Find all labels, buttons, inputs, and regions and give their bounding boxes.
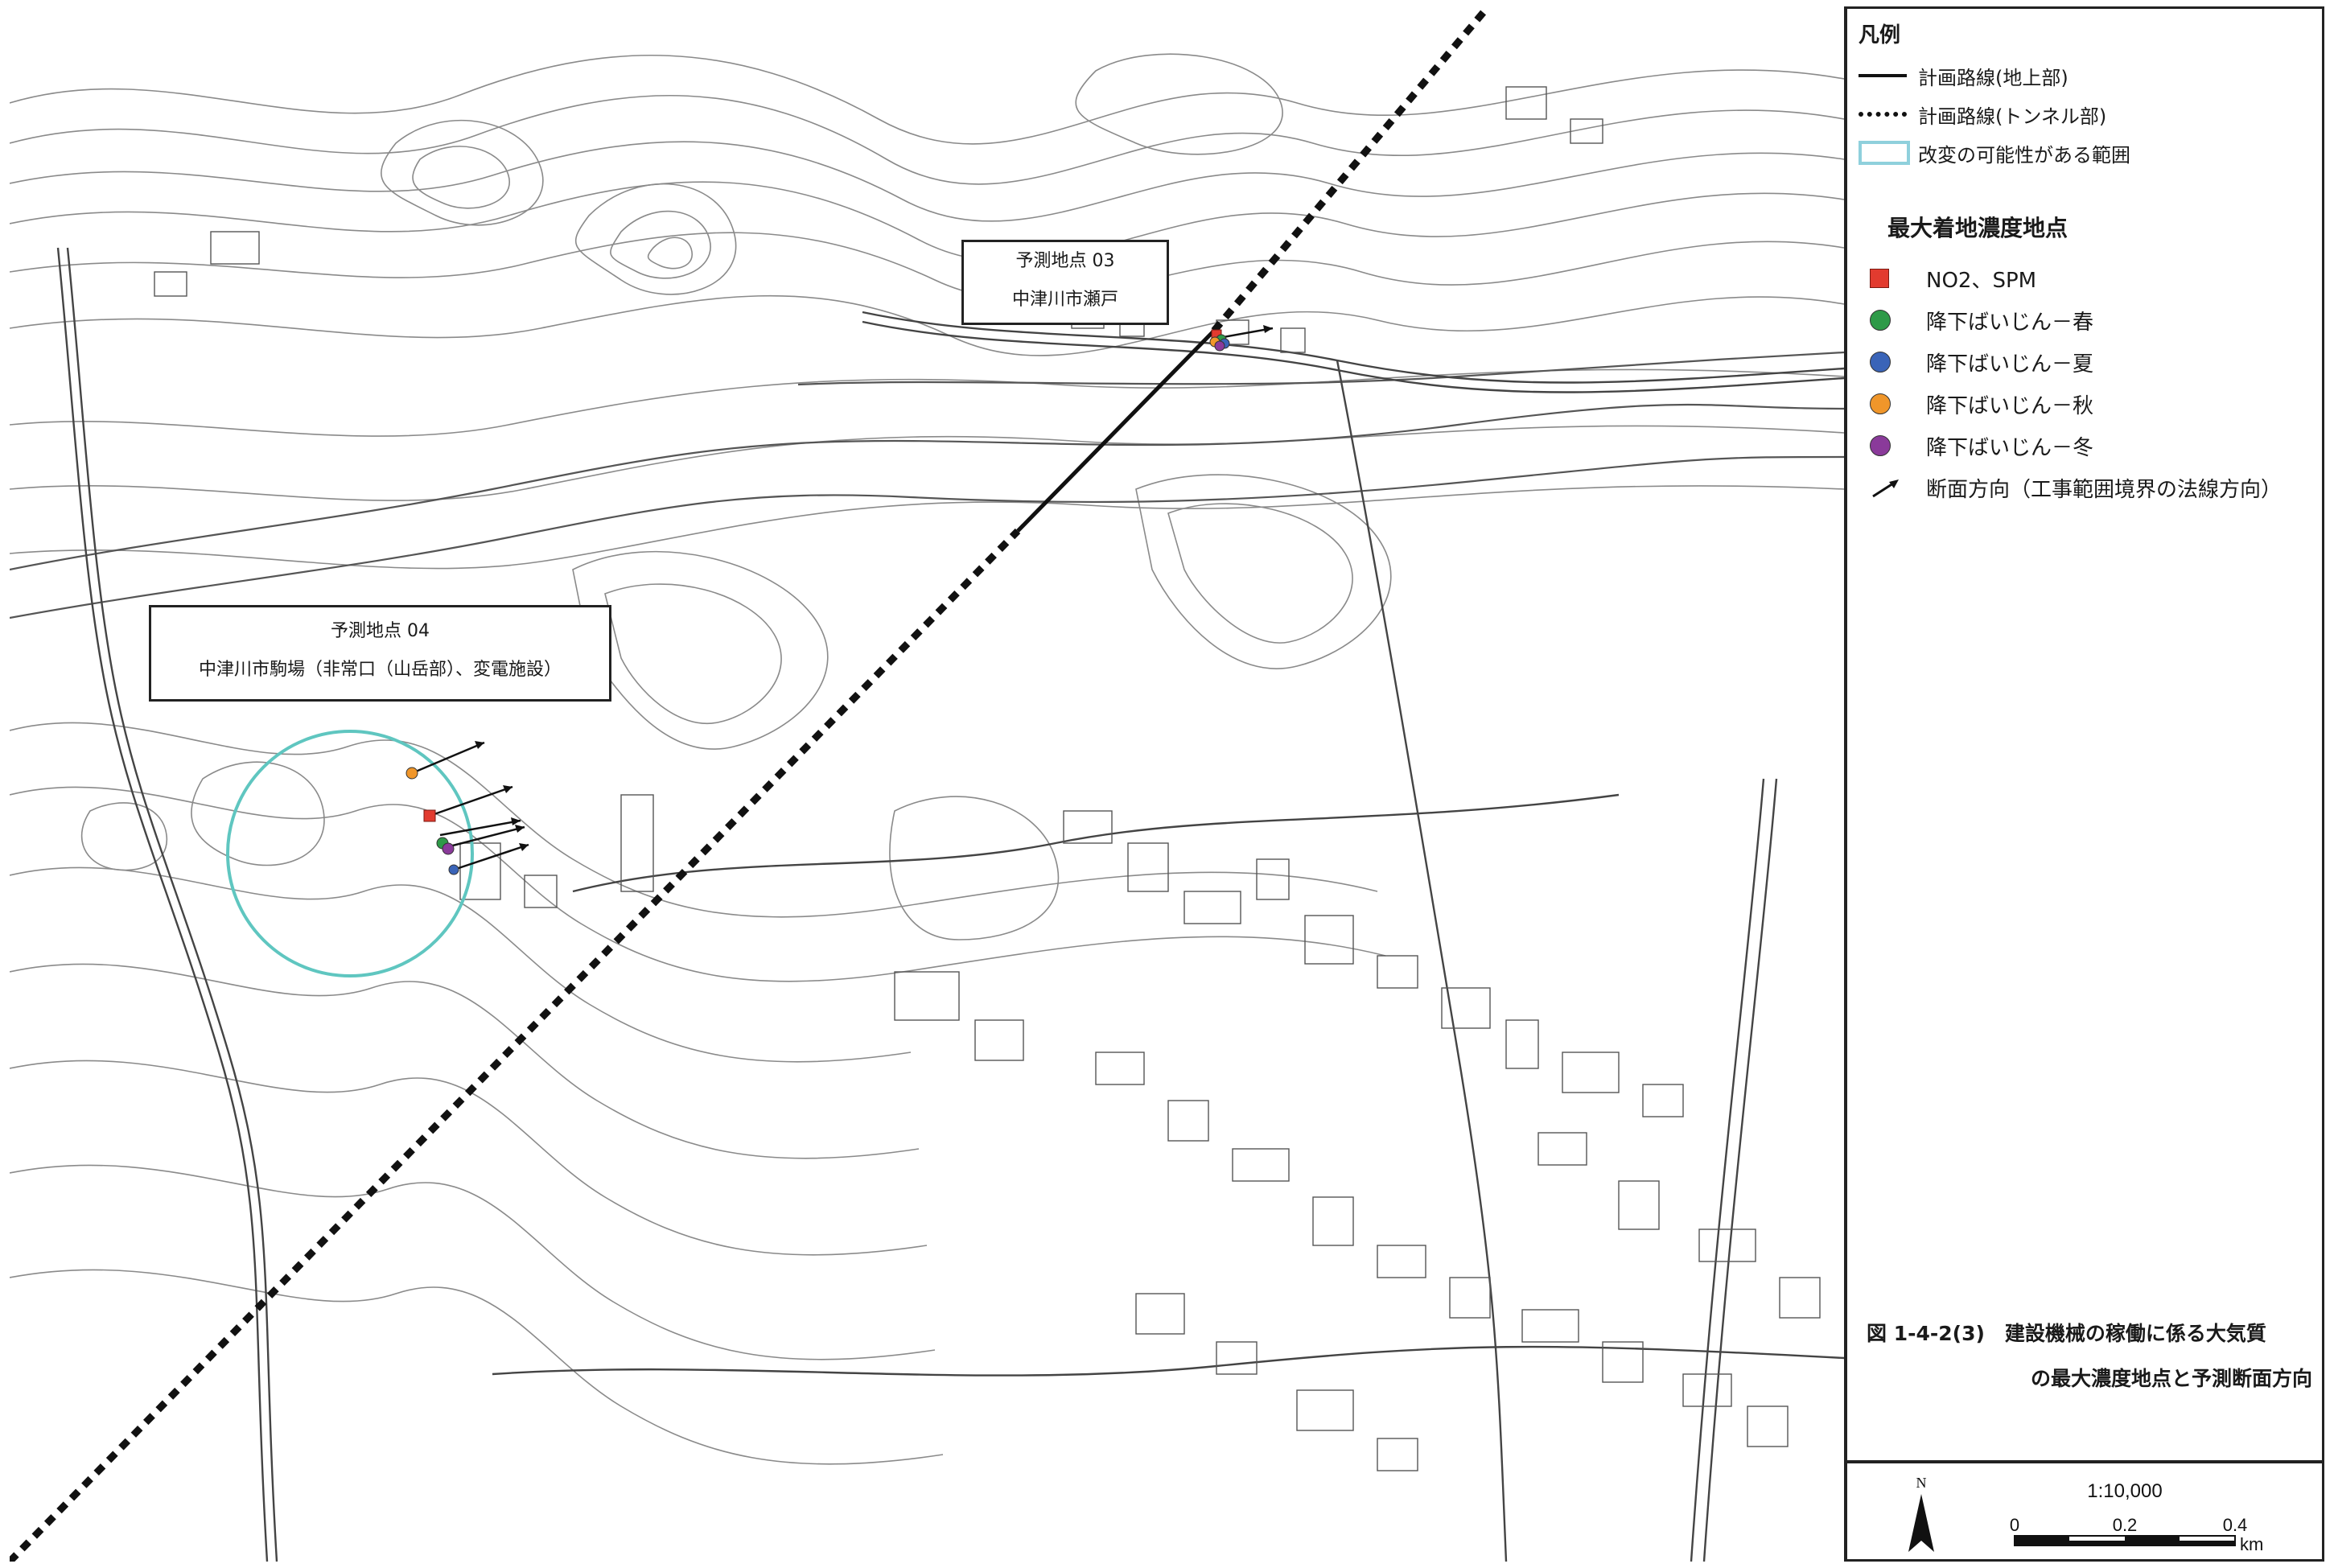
route-above-ground (1016, 329, 1216, 533)
legend-item: 降下ばいじん－秋 (1859, 383, 2317, 425)
site04-place: 中津川市駒場（非常口（山岳部）、変電施設） (198, 660, 562, 680)
legend-item-label: 降下ばいじん－秋 (1926, 393, 2094, 418)
alteration-range-circle (226, 730, 474, 977)
legend-item-label: 降下ばいじん－春 (1926, 310, 2094, 335)
scale-tick-1: 0.2 (2113, 1515, 2138, 1535)
legend-route-above-label: 計画路線(地上部) (1918, 66, 2068, 89)
legend-title: 凡例 (1859, 23, 1901, 47)
marker-winter-03[interactable] (1214, 340, 1225, 352)
legend-alteration: 改変の可能性がある範囲 (1859, 134, 2317, 172)
green-dot-icon (1870, 310, 1891, 331)
scale-bar (2014, 1535, 2236, 1546)
scale-ratio: 1:10,000 (2087, 1480, 2162, 1502)
legend-item: 降下ばいじん－春 (1859, 299, 2317, 341)
scale-tick-2: 0.4 (2223, 1515, 2248, 1535)
site03-place: 中津川市瀬戸 (1011, 290, 1118, 310)
legend-route-above: 計画路線(地上部) (1859, 56, 2317, 95)
legend: 凡例 計画路線(地上部) 計画路線(トンネル部) 改変の可能性がある範囲 最大着… (1859, 14, 2317, 508)
blue-dot-icon (1870, 352, 1891, 372)
contour-lines (10, 53, 1844, 1465)
arrow-icon (1870, 475, 1926, 500)
topographic-map[interactable] (10, 6, 1844, 1562)
orange-dot-icon (1870, 393, 1891, 414)
legend-item: NO2、SPM (1859, 257, 2317, 299)
figure-caption: 図 1-4-2(3) 建設機械の稼働に係る大気質 の最大濃度地点と予測断面方向 (1867, 1311, 2317, 1401)
marker-autumn[interactable] (405, 767, 418, 780)
callout-site-04: 予測地点 04 中津川市駒場（非常口（山岳部）、変電施設） (149, 605, 611, 702)
legend-item: 降下ばいじん－夏 (1859, 341, 2317, 383)
legend-divider (1844, 6, 1847, 1562)
marker-summer[interactable] (448, 864, 459, 875)
dotted-line-icon (1859, 112, 1918, 117)
legend-direction: 断面方向（工事範囲境界の法線方向） (1859, 467, 2317, 508)
north-arrow-icon: N (1908, 1475, 1934, 1552)
purple-dot-icon (1870, 435, 1891, 456)
figure-caption-line2: の最大濃度地点と予測断面方向 (2030, 1367, 2312, 1390)
site03-markers (1209, 325, 1274, 352)
legend-alteration-label: 改変の可能性がある範囲 (1918, 143, 2130, 167)
site04-markers (405, 741, 529, 875)
scale-tick-0: 0 (2010, 1515, 2019, 1535)
marker-no2-spm[interactable] (423, 809, 436, 822)
solid-line-icon (1859, 74, 1918, 77)
scale-and-north: N 1:10,000 0 0.2 0.4 km (1908, 1475, 2263, 1554)
callout-site-03: 予測地点 03 中津川市瀬戸 (961, 240, 1169, 325)
scale-divider (1844, 1460, 2324, 1463)
legend-item: 降下ばいじん－冬 (1859, 425, 2317, 467)
site04-name: 予測地点 04 (331, 621, 430, 641)
scale-unit: km (2240, 1534, 2263, 1554)
legend-item-label: 降下ばいじん－冬 (1926, 435, 2094, 460)
legend-route-tunnel-label: 計画路線(トンネル部) (1918, 105, 2107, 128)
legend-item-label: NO2、SPM (1926, 268, 2037, 293)
legend-item-label: 降下ばいじん－夏 (1926, 352, 2094, 377)
north-label: N (1916, 1475, 1927, 1491)
red-square-icon (1870, 269, 1889, 288)
figure-caption-line1: 図 1-4-2(3) 建設機械の稼働に係る大気質 (1867, 1322, 2266, 1345)
legend-route-tunnel: 計画路線(トンネル部) (1859, 95, 2317, 134)
site03-name: 予測地点 03 (1015, 251, 1115, 271)
cyan-rectangle-icon (1859, 141, 1918, 165)
legend-points-title: 最大着地濃度地点 (1887, 215, 2068, 241)
legend-direction-label: 断面方向（工事範囲境界の法線方向） (1926, 477, 2283, 502)
marker-winter[interactable] (442, 842, 455, 855)
